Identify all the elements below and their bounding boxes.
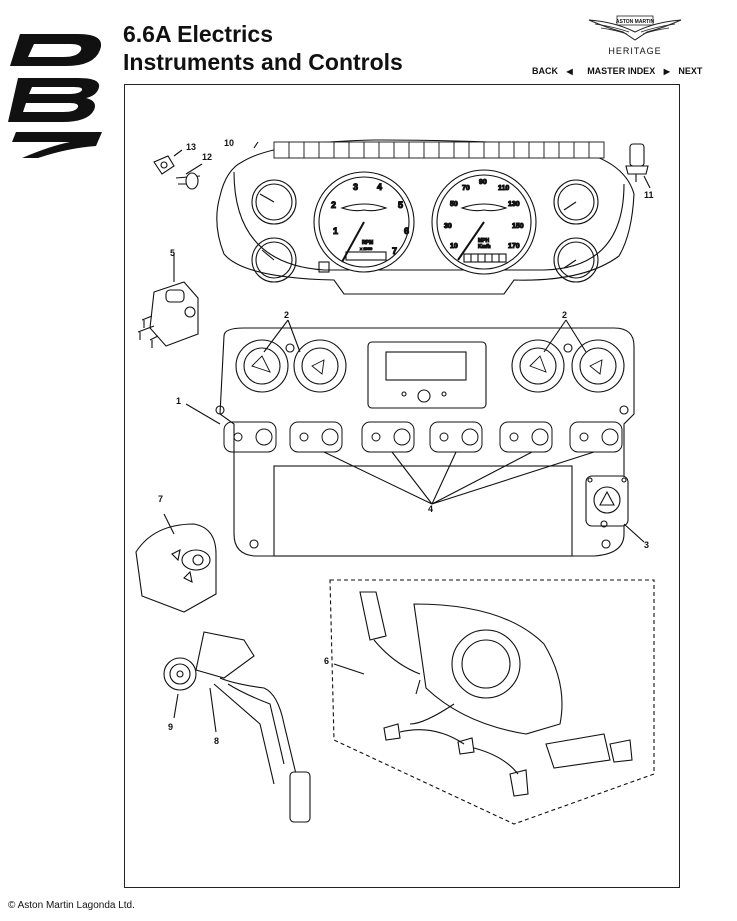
speedo-label-130: 130: [508, 201, 520, 208]
exploded-parts-diagram: 1 2 3 4 5 6 7 RPM x 1000 10 30 50 70 90 …: [135, 138, 655, 825]
callout-6: 6: [324, 656, 329, 666]
diagram-frame: [124, 84, 680, 888]
speedo-label-10: 10: [450, 243, 458, 250]
master-index-link[interactable]: MASTER INDEX: [587, 66, 656, 76]
callout-12: 12: [202, 152, 212, 162]
rpm-label: RPM: [362, 240, 373, 246]
speedo-label-90: 90: [479, 179, 487, 186]
mph-label: MPH: [478, 238, 490, 244]
page-title: 6.6A Electrics Instruments and Controls: [123, 20, 403, 76]
db7-logo: [8, 34, 102, 158]
callout-13: 13: [186, 142, 196, 152]
center-console-panel: [215, 327, 635, 557]
speedo-label-30: 30: [444, 223, 452, 230]
title-line-2: Instruments and Controls: [123, 49, 403, 75]
callout-2-right: 2: [562, 310, 567, 320]
rocker-switch: [137, 254, 199, 348]
callout-4: 4: [428, 504, 433, 514]
callout-10: 10: [224, 138, 234, 148]
back-link[interactable]: BACK ◀: [532, 66, 579, 76]
ignition-switch-assembly: [163, 631, 311, 823]
heritage-label: HERITAGE: [608, 46, 662, 56]
speedo-label-170: 170: [508, 243, 520, 250]
callout-labels: 1 2 2 3 4 5 6 7 8 9 10 11 12 13: [158, 138, 654, 746]
callout-2-left: 2: [284, 310, 289, 320]
next-label: NEXT: [678, 66, 703, 76]
tacho-label-1: 1: [333, 226, 338, 236]
tacho-label-6: 6: [404, 226, 409, 236]
callout-8: 8: [214, 736, 219, 746]
speedo-label-150: 150: [512, 223, 524, 230]
tacho-label-4: 4: [377, 182, 382, 192]
tacho-label-7: 7: [392, 246, 397, 256]
copyright-footer: © Aston Martin Lagonda Ltd.: [8, 900, 135, 911]
title-line-1: 6.6A Electrics: [123, 21, 274, 47]
tacho-label-2: 2: [331, 200, 336, 210]
back-label: BACK: [532, 66, 558, 76]
navigation-bar: BACK ◀ MASTER INDEX ▶ NEXT: [532, 66, 714, 76]
hazard-switch: [585, 475, 645, 543]
rpm-multiplier-label: x 1000: [360, 246, 373, 251]
speedo-label-50: 50: [450, 201, 458, 208]
callout-9: 9: [168, 722, 173, 732]
speedo-label-70: 70: [462, 185, 470, 192]
callout-1: 1: [176, 396, 181, 406]
bulb-holder: [253, 141, 651, 189]
screw-and-clip: [153, 149, 203, 190]
right-triangle-icon: ▶: [663, 67, 670, 76]
tacho-label-5: 5: [398, 200, 403, 210]
kmh-label: Km/h: [478, 244, 491, 250]
tacho-label-3: 3: [353, 182, 358, 192]
left-triangle-icon: ◀: [566, 67, 573, 76]
mirror-switch: [135, 513, 217, 613]
callout-5: 5: [170, 248, 175, 258]
speedo-label-110: 110: [498, 185, 509, 192]
aston-martin-wings-logo: ASTON MARTIN: [588, 15, 682, 41]
instrument-cluster: 1 2 3 4 5 6 7 RPM x 1000 10 30 50 70 90 …: [216, 139, 635, 295]
callout-7: 7: [158, 494, 163, 504]
brand-text: ASTON MARTIN: [616, 19, 655, 25]
steering-column-switch: [329, 579, 655, 825]
next-link[interactable]: ▶ NEXT: [664, 66, 709, 76]
callout-3: 3: [644, 540, 649, 550]
callout-11: 11: [644, 190, 654, 200]
